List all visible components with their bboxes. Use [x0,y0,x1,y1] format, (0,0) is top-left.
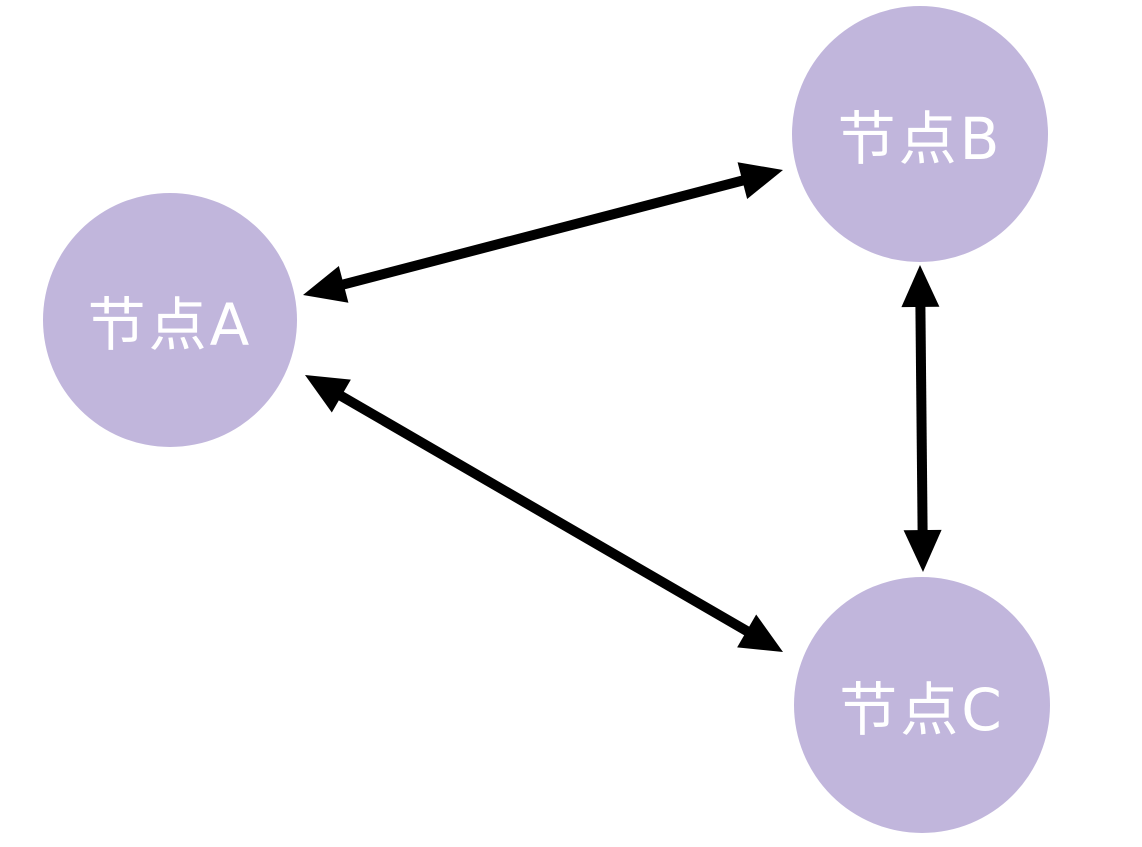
arrowhead-icon [901,265,940,308]
edge-line [915,300,928,537]
node-c: 节点C [794,577,1050,833]
arrowhead-icon [305,375,351,413]
edge-a-c [305,375,783,652]
edge-b-c [901,265,942,572]
arrowhead-icon [903,529,942,572]
edge-a-b [303,162,783,303]
node-b: 节点B [792,6,1048,262]
edge-line [333,388,755,639]
arrowhead-icon [737,614,783,652]
node-b-label: 节点B [837,105,1003,173]
arrowhead-icon [737,162,783,199]
node-a: 节点A [43,193,297,447]
arrowhead-icon [303,266,349,303]
edge-line [336,174,750,291]
node-a-label: 节点A [87,291,253,359]
node-c-label: 节点C [839,676,1005,744]
